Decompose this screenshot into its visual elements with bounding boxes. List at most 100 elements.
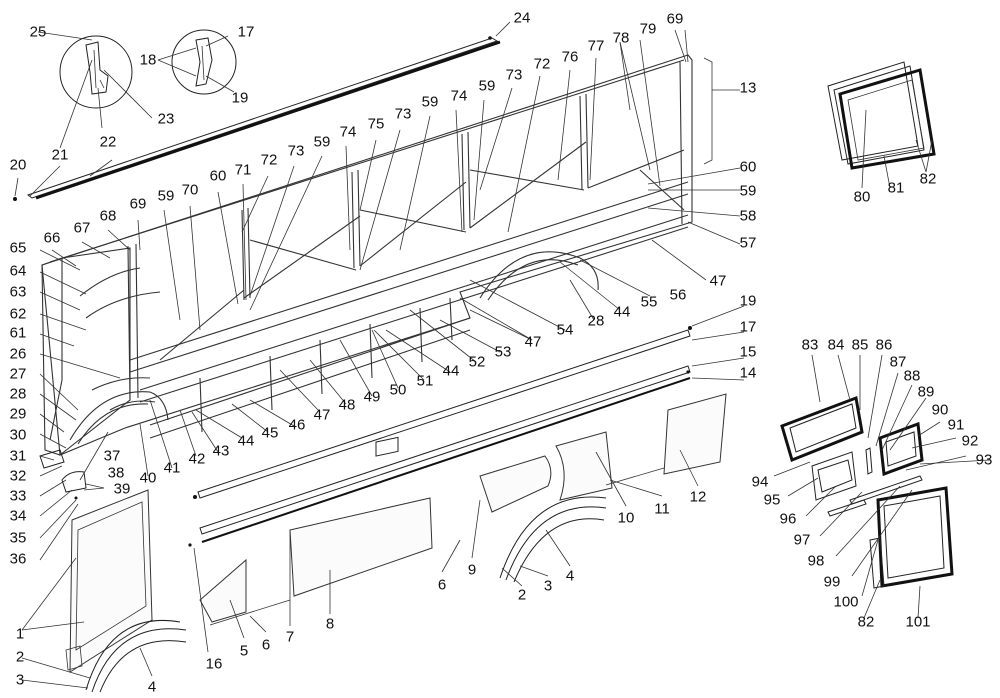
callout-15: 15 [739,343,757,361]
callout-30: 30 [9,426,27,444]
callout-63: 63 [9,283,27,301]
callout-79: 79 [639,20,657,38]
callout-69-left: 69 [129,195,147,213]
callout-28-a: 28 [587,312,605,330]
leader-lines [14,21,991,689]
callout-100: 100 [833,593,859,611]
callout-37: 37 [103,447,121,465]
callout-50: 50 [389,381,407,399]
callout-3-a: 3 [543,577,553,595]
roof-rail-strips [13,36,501,201]
callout-2-a: 2 [517,586,527,604]
callout-39: 39 [113,480,131,498]
callout-90: 90 [931,401,949,419]
callout-73-c: 73 [505,66,523,84]
callout-85: 85 [851,336,869,354]
callout-23: 23 [157,110,175,128]
callout-58: 58 [739,207,757,225]
callout-101: 101 [905,613,931,631]
side-frame-skeleton [39,54,693,500]
callout-92: 92 [961,432,979,450]
callout-6-a: 6 [437,576,447,594]
callout-88: 88 [903,367,921,385]
callout-21: 21 [51,146,69,164]
callout-64: 64 [9,262,27,280]
callout-72-b: 72 [533,55,551,73]
callout-36: 36 [9,550,27,568]
callout-89: 89 [917,383,935,401]
callout-56: 56 [669,286,687,304]
callout-1: 1 [15,625,25,643]
callout-67: 67 [73,219,91,237]
callout-40: 40 [139,469,157,487]
callout-76: 76 [561,48,579,66]
callout-70: 70 [181,181,199,199]
callout-42: 42 [188,450,206,468]
callout-20: 20 [9,156,27,174]
callout-6-b: 6 [261,636,271,654]
outer-skin-panels [65,393,727,693]
callout-74-a: 74 [339,123,357,141]
callout-35: 35 [9,529,27,547]
callout-24: 24 [513,9,531,27]
callout-26: 26 [9,345,27,363]
callout-47-b: 47 [524,333,542,351]
callout-5: 5 [239,642,249,660]
callout-80: 80 [853,188,871,206]
callout-72-a: 72 [260,151,278,169]
callout-44-b: 44 [442,362,460,380]
callout-41: 41 [163,459,181,477]
callout-38: 38 [107,464,125,482]
callout-81: 81 [887,179,905,197]
callout-62: 62 [9,305,27,323]
callout-17-top: 17 [237,23,255,41]
molding-strips [188,326,692,547]
callout-99: 99 [823,573,841,591]
callout-44-a: 44 [613,303,631,321]
callout-4-a: 4 [565,567,575,585]
callout-2-b: 2 [15,648,25,666]
detail-circle-right [171,29,237,95]
callout-4-b: 4 [147,678,157,696]
callout-17: 17 [739,318,757,336]
callout-47-c: 47 [313,406,331,424]
callout-95: 95 [763,491,781,509]
callout-71: 71 [234,161,252,179]
callout-53: 53 [494,343,512,361]
window-99-101 [869,486,954,589]
callout-11: 11 [654,500,670,518]
callout-77: 77 [587,37,605,55]
callout-25: 25 [29,23,47,41]
callout-69-right: 69 [666,10,684,28]
callout-68: 68 [99,207,117,225]
callout-60-b: 60 [739,158,757,176]
callout-61: 61 [9,324,27,342]
callout-19: 19 [739,292,757,310]
callout-34: 34 [9,507,27,525]
callout-43: 43 [212,442,230,460]
callout-59-e: 59 [739,182,757,200]
callout-91: 91 [947,416,965,434]
callout-9: 9 [467,561,477,579]
callout-94: 94 [751,473,769,491]
callout-55: 55 [640,293,658,311]
callout-66: 66 [43,229,61,247]
callout-7: 7 [285,628,295,646]
callout-86: 86 [875,336,893,354]
callout-65: 65 [9,239,27,257]
callout-82-a: 82 [919,170,937,188]
callout-84: 84 [827,336,845,354]
callout-87: 87 [889,353,907,371]
callout-73-b: 73 [394,105,412,123]
callout-96: 96 [779,510,797,528]
callout-49: 49 [363,388,381,406]
callout-31: 31 [9,447,27,465]
callout-16: 16 [205,655,223,673]
callout-44-c: 44 [237,432,255,450]
callout-13: 13 [739,79,757,97]
callout-28-b: 28 [9,385,27,403]
callout-10: 10 [617,509,635,527]
callout-48: 48 [338,396,356,414]
callout-51: 51 [416,372,434,390]
